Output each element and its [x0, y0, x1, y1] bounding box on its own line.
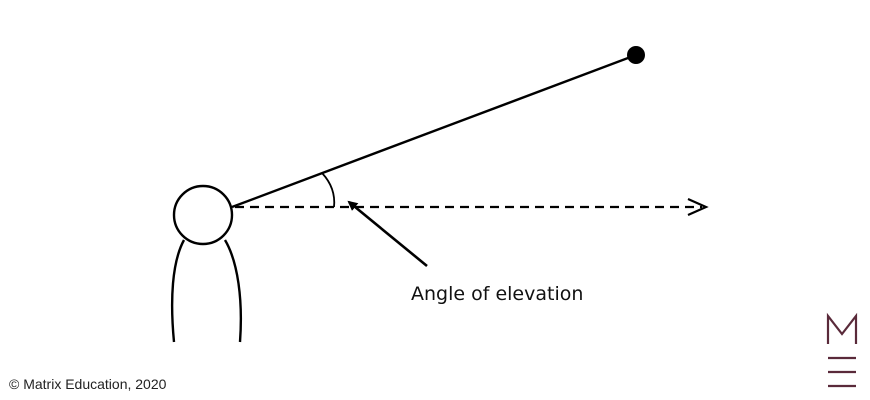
angle-arc: [321, 172, 336, 208]
angle-label: Angle of elevation: [411, 283, 583, 305]
observer-head: [172, 184, 234, 246]
copyright-text: © Matrix Education, 2020: [9, 376, 167, 392]
object-point: [627, 46, 645, 64]
line-of-sight: [231, 53, 637, 209]
observer-body-right: [223, 239, 243, 343]
pointer-arrow: [347, 200, 428, 268]
observer-body: [170, 239, 186, 343]
horizontal-arrowhead: [687, 197, 709, 217]
matrix-logo-icon: [826, 312, 858, 388]
